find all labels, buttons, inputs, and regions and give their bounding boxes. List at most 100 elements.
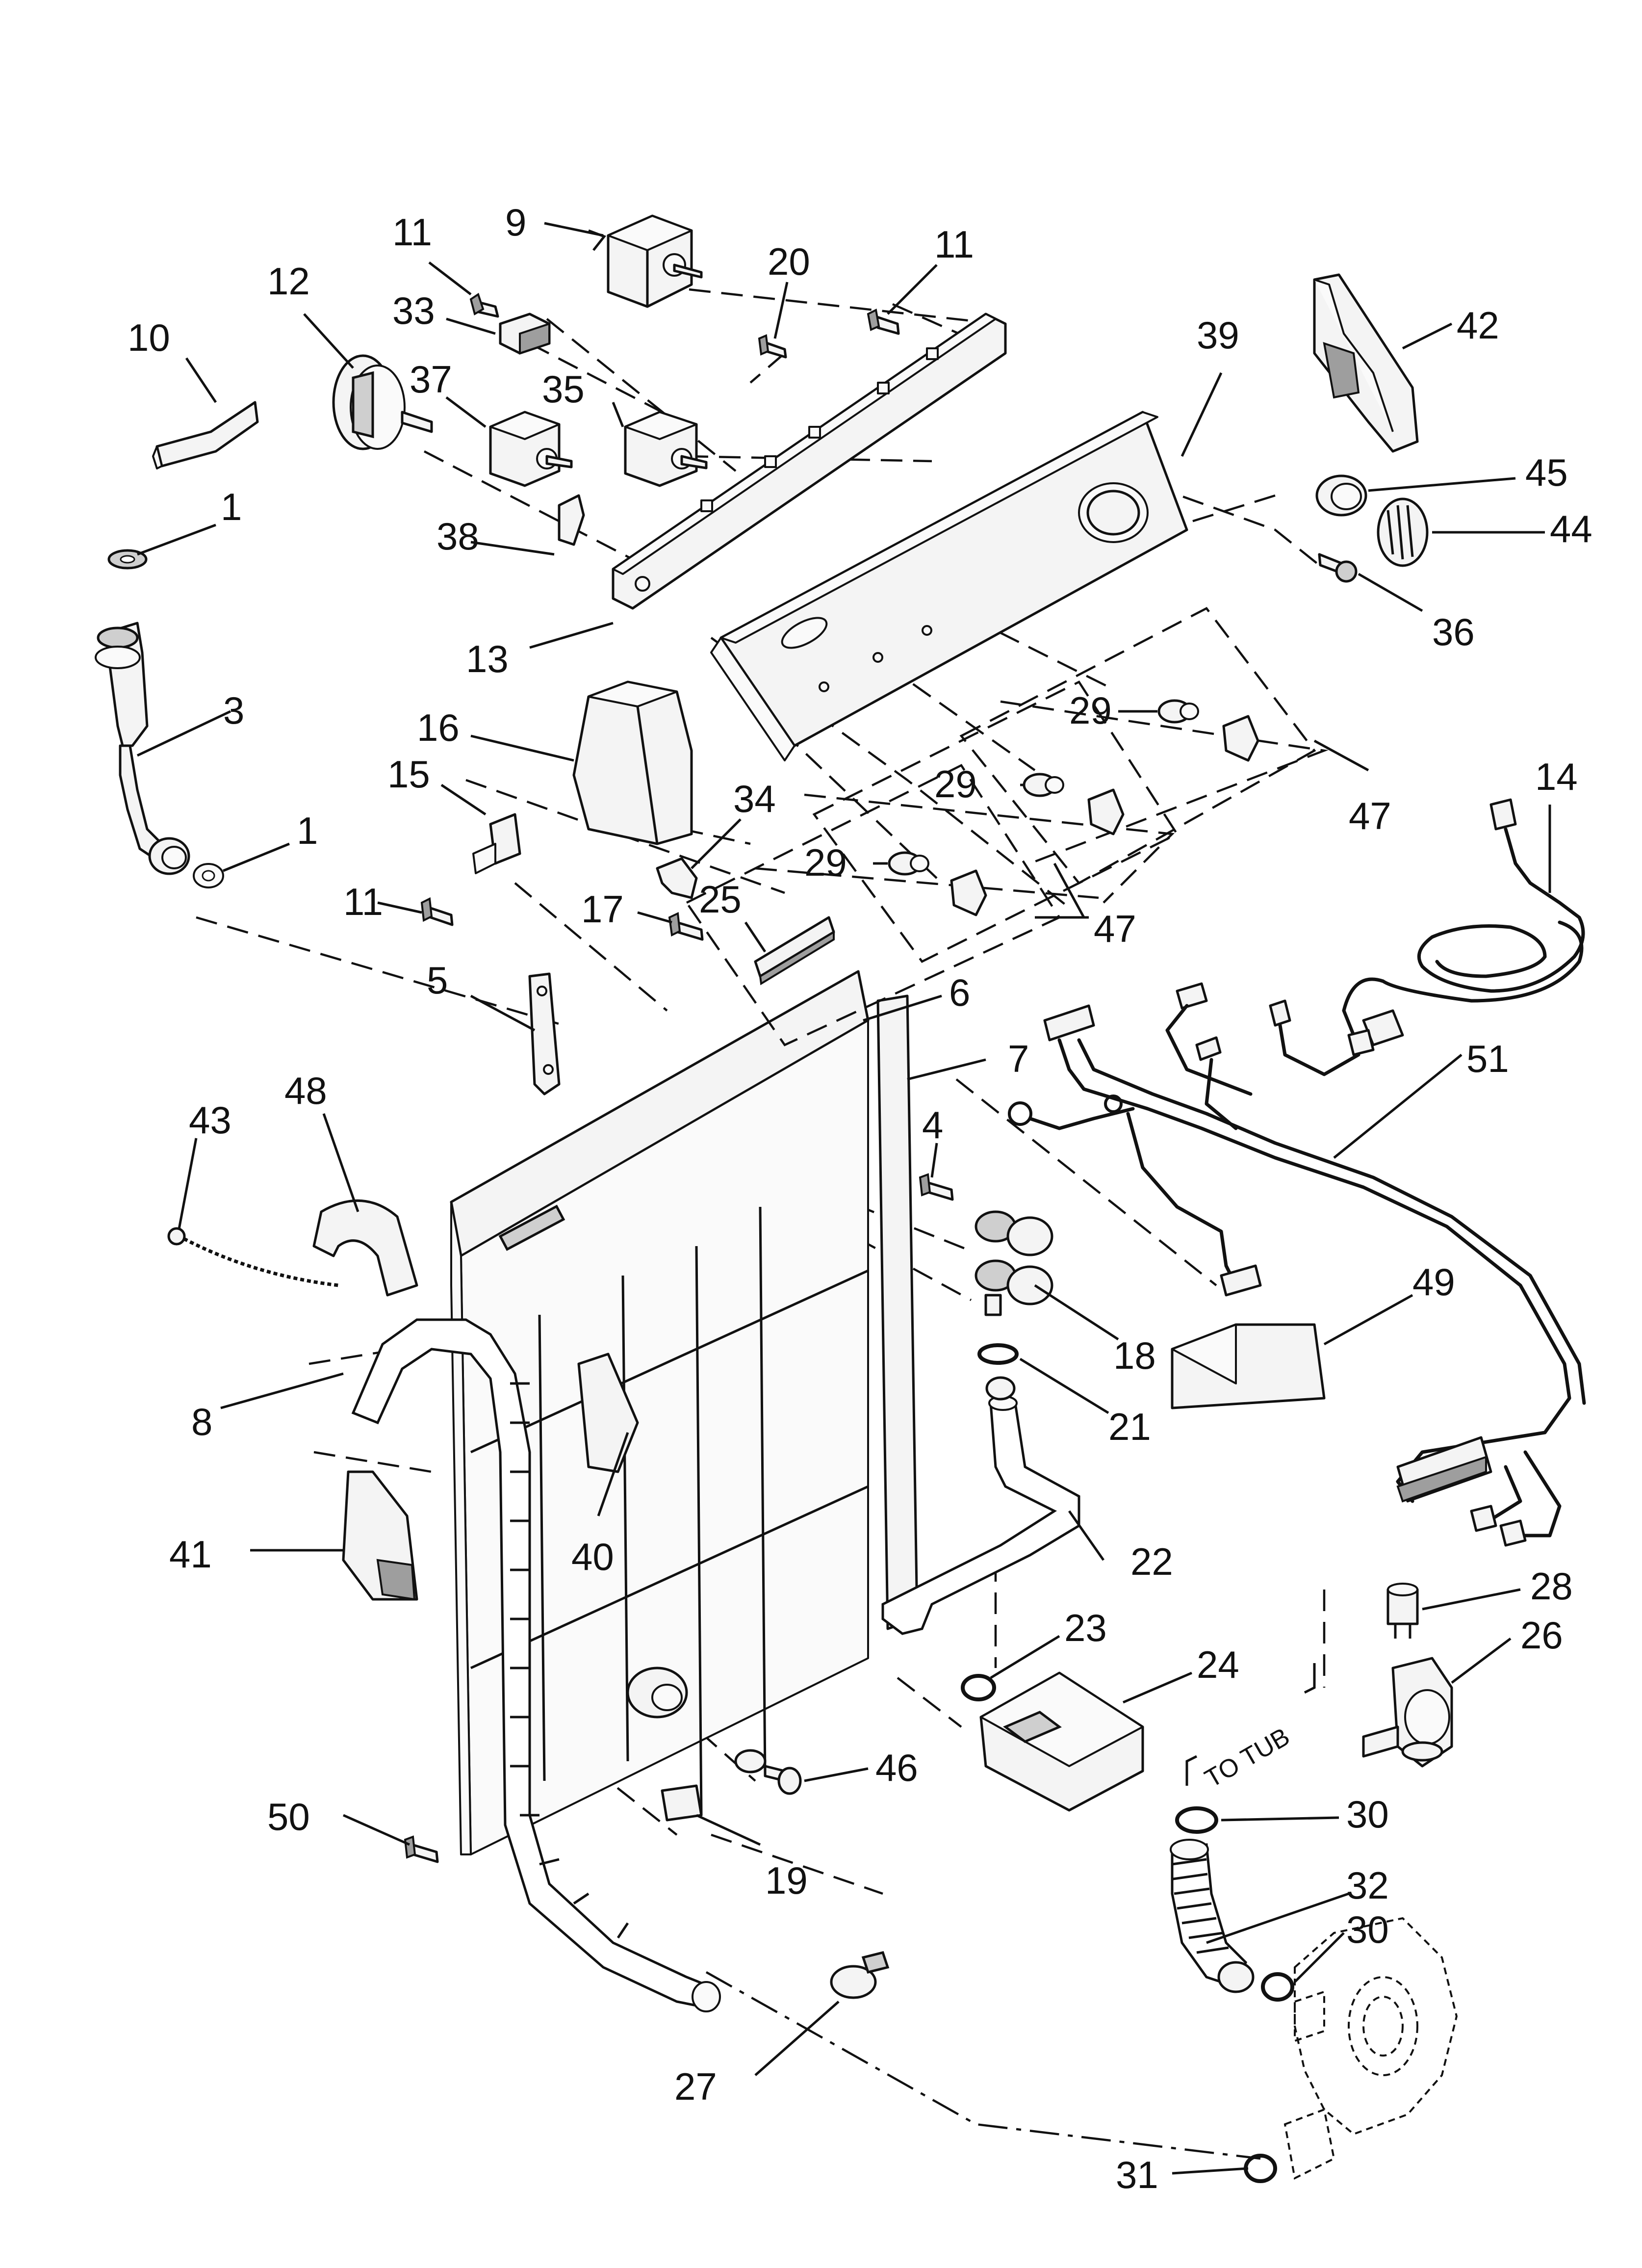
part-27-clamp (830, 1951, 890, 1999)
callout-leaders (136, 222, 1551, 2175)
callout-5: 5 (427, 959, 448, 1002)
callout-45: 45 (1525, 451, 1568, 494)
callout-18: 18 (1113, 1334, 1156, 1377)
callout-14: 14 (1535, 755, 1578, 798)
part-32-pump-hose (1170, 1839, 1255, 1993)
part-37-switch (489, 411, 573, 487)
part-40-bracket (577, 1353, 639, 1473)
part-8-drain-hose (351, 1318, 721, 2012)
callout-17: 17 (581, 887, 624, 931)
part-11-screw-b (867, 309, 900, 335)
callout-43: 43 (189, 1098, 231, 1142)
part-20-screw (758, 334, 787, 359)
part-34-clip (656, 857, 698, 899)
part-51-wiring-harness (1008, 982, 1586, 1547)
part-50-screw (404, 1835, 439, 1863)
part-13-control-bracket (612, 313, 1007, 610)
part-18-water-valve (975, 1210, 1053, 1316)
callout-19: 19 (765, 1859, 808, 1902)
callout-33: 33 (392, 289, 435, 332)
callout-23: 23 (1064, 1606, 1107, 1649)
callout-36: 36 (1432, 610, 1475, 653)
part-41-bracket (342, 1470, 418, 1601)
callout-26: 26 (1520, 1614, 1563, 1657)
callout-1-a: 1 (221, 485, 242, 528)
part-36-screw (1318, 553, 1358, 583)
part-11-screw-a (469, 292, 499, 318)
part-16-cover (572, 680, 693, 845)
callout-47-a: 47 (1349, 794, 1391, 837)
callout-8: 8 (191, 1400, 212, 1443)
callout-6: 6 (949, 971, 970, 1014)
callout-25: 25 (699, 878, 742, 921)
part-42-end-cap (1313, 273, 1419, 453)
part-43-tie-strap (167, 1227, 339, 1287)
callout-4: 4 (922, 1103, 943, 1147)
callout-47-b: 47 (1094, 907, 1136, 950)
callout-11-c: 11 (343, 880, 383, 923)
part-19-clamp (661, 1784, 703, 1822)
callout-16: 16 (417, 706, 460, 749)
callout-29-b: 29 (934, 762, 977, 806)
part-4-screw (919, 1173, 954, 1201)
to-tub-leader-b (1304, 1663, 1316, 1694)
callout-7: 7 (1008, 1037, 1029, 1080)
part-31-clamp (1244, 2154, 1277, 2183)
part-45-skirt (1315, 474, 1367, 517)
part-47-knob-b (1087, 788, 1125, 835)
callout-30-a: 30 (1346, 1793, 1389, 1836)
part-12-selector-switch (332, 354, 433, 450)
callout-44: 44 (1550, 507, 1592, 550)
callout-51: 51 (1466, 1037, 1509, 1080)
callout-34: 34 (733, 777, 776, 820)
callout-9: 9 (505, 201, 526, 244)
callout-10: 10 (128, 316, 170, 359)
part-29-spacer-c (888, 851, 929, 876)
callout-12: 12 (267, 260, 310, 303)
callout-11-a: 11 (392, 210, 432, 254)
callout-28: 28 (1530, 1564, 1573, 1608)
callout-21: 21 (1108, 1405, 1151, 1448)
callout-40: 40 (571, 1535, 614, 1578)
part-9-timer (607, 214, 703, 308)
callout-1-b: 1 (297, 809, 318, 852)
callout-39: 39 (1197, 313, 1239, 357)
part-1-nut-top (107, 549, 148, 570)
callout-22: 22 (1130, 1540, 1173, 1583)
part-24-bracket (979, 1671, 1144, 1812)
callout-46: 46 (875, 1746, 918, 1789)
part-39-control-console (710, 411, 1188, 761)
part-21-clamp (977, 1343, 1019, 1365)
part-25-bracket (754, 916, 835, 986)
callout-35: 35 (542, 367, 585, 411)
part-35-switch (624, 411, 708, 487)
part-7-side-strip (876, 994, 919, 1630)
callout-3: 3 (223, 689, 244, 732)
part-29-spacer-b (1023, 773, 1064, 797)
to-tub-label: TO TUB (1200, 1722, 1294, 1794)
part-22-hose (881, 1376, 1080, 1635)
part-44-knob (1377, 497, 1429, 567)
part-5-bracket (528, 972, 561, 1095)
callout-numbers: 9 11 20 11 12 33 10 37 35 39 42 1 38 45 … (128, 201, 1592, 2196)
callout-42: 42 (1457, 304, 1499, 347)
to-tub-leader (1185, 1755, 1198, 1786)
callout-20: 20 (768, 240, 810, 283)
callout-48: 48 (284, 1069, 327, 1112)
part-30-clamp-b (1261, 1972, 1294, 2002)
part-48-cap (312, 1199, 418, 1297)
callout-29-c: 29 (804, 841, 847, 884)
callout-13: 13 (466, 637, 509, 680)
knob-plate-outlines (685, 607, 1316, 1046)
part-17-screw (668, 912, 704, 941)
part-49-duct (1171, 1323, 1326, 1409)
callout-50: 50 (267, 1795, 310, 1838)
callout-29-a: 29 (1069, 689, 1112, 732)
callout-41: 41 (169, 1533, 212, 1576)
part-47-knob-c (950, 869, 987, 916)
part-30-clamp-a (1175, 1806, 1218, 1834)
part-47-knob-a (1222, 715, 1259, 762)
pump-outline-reference (1283, 1917, 1458, 2180)
callout-38: 38 (436, 515, 479, 558)
